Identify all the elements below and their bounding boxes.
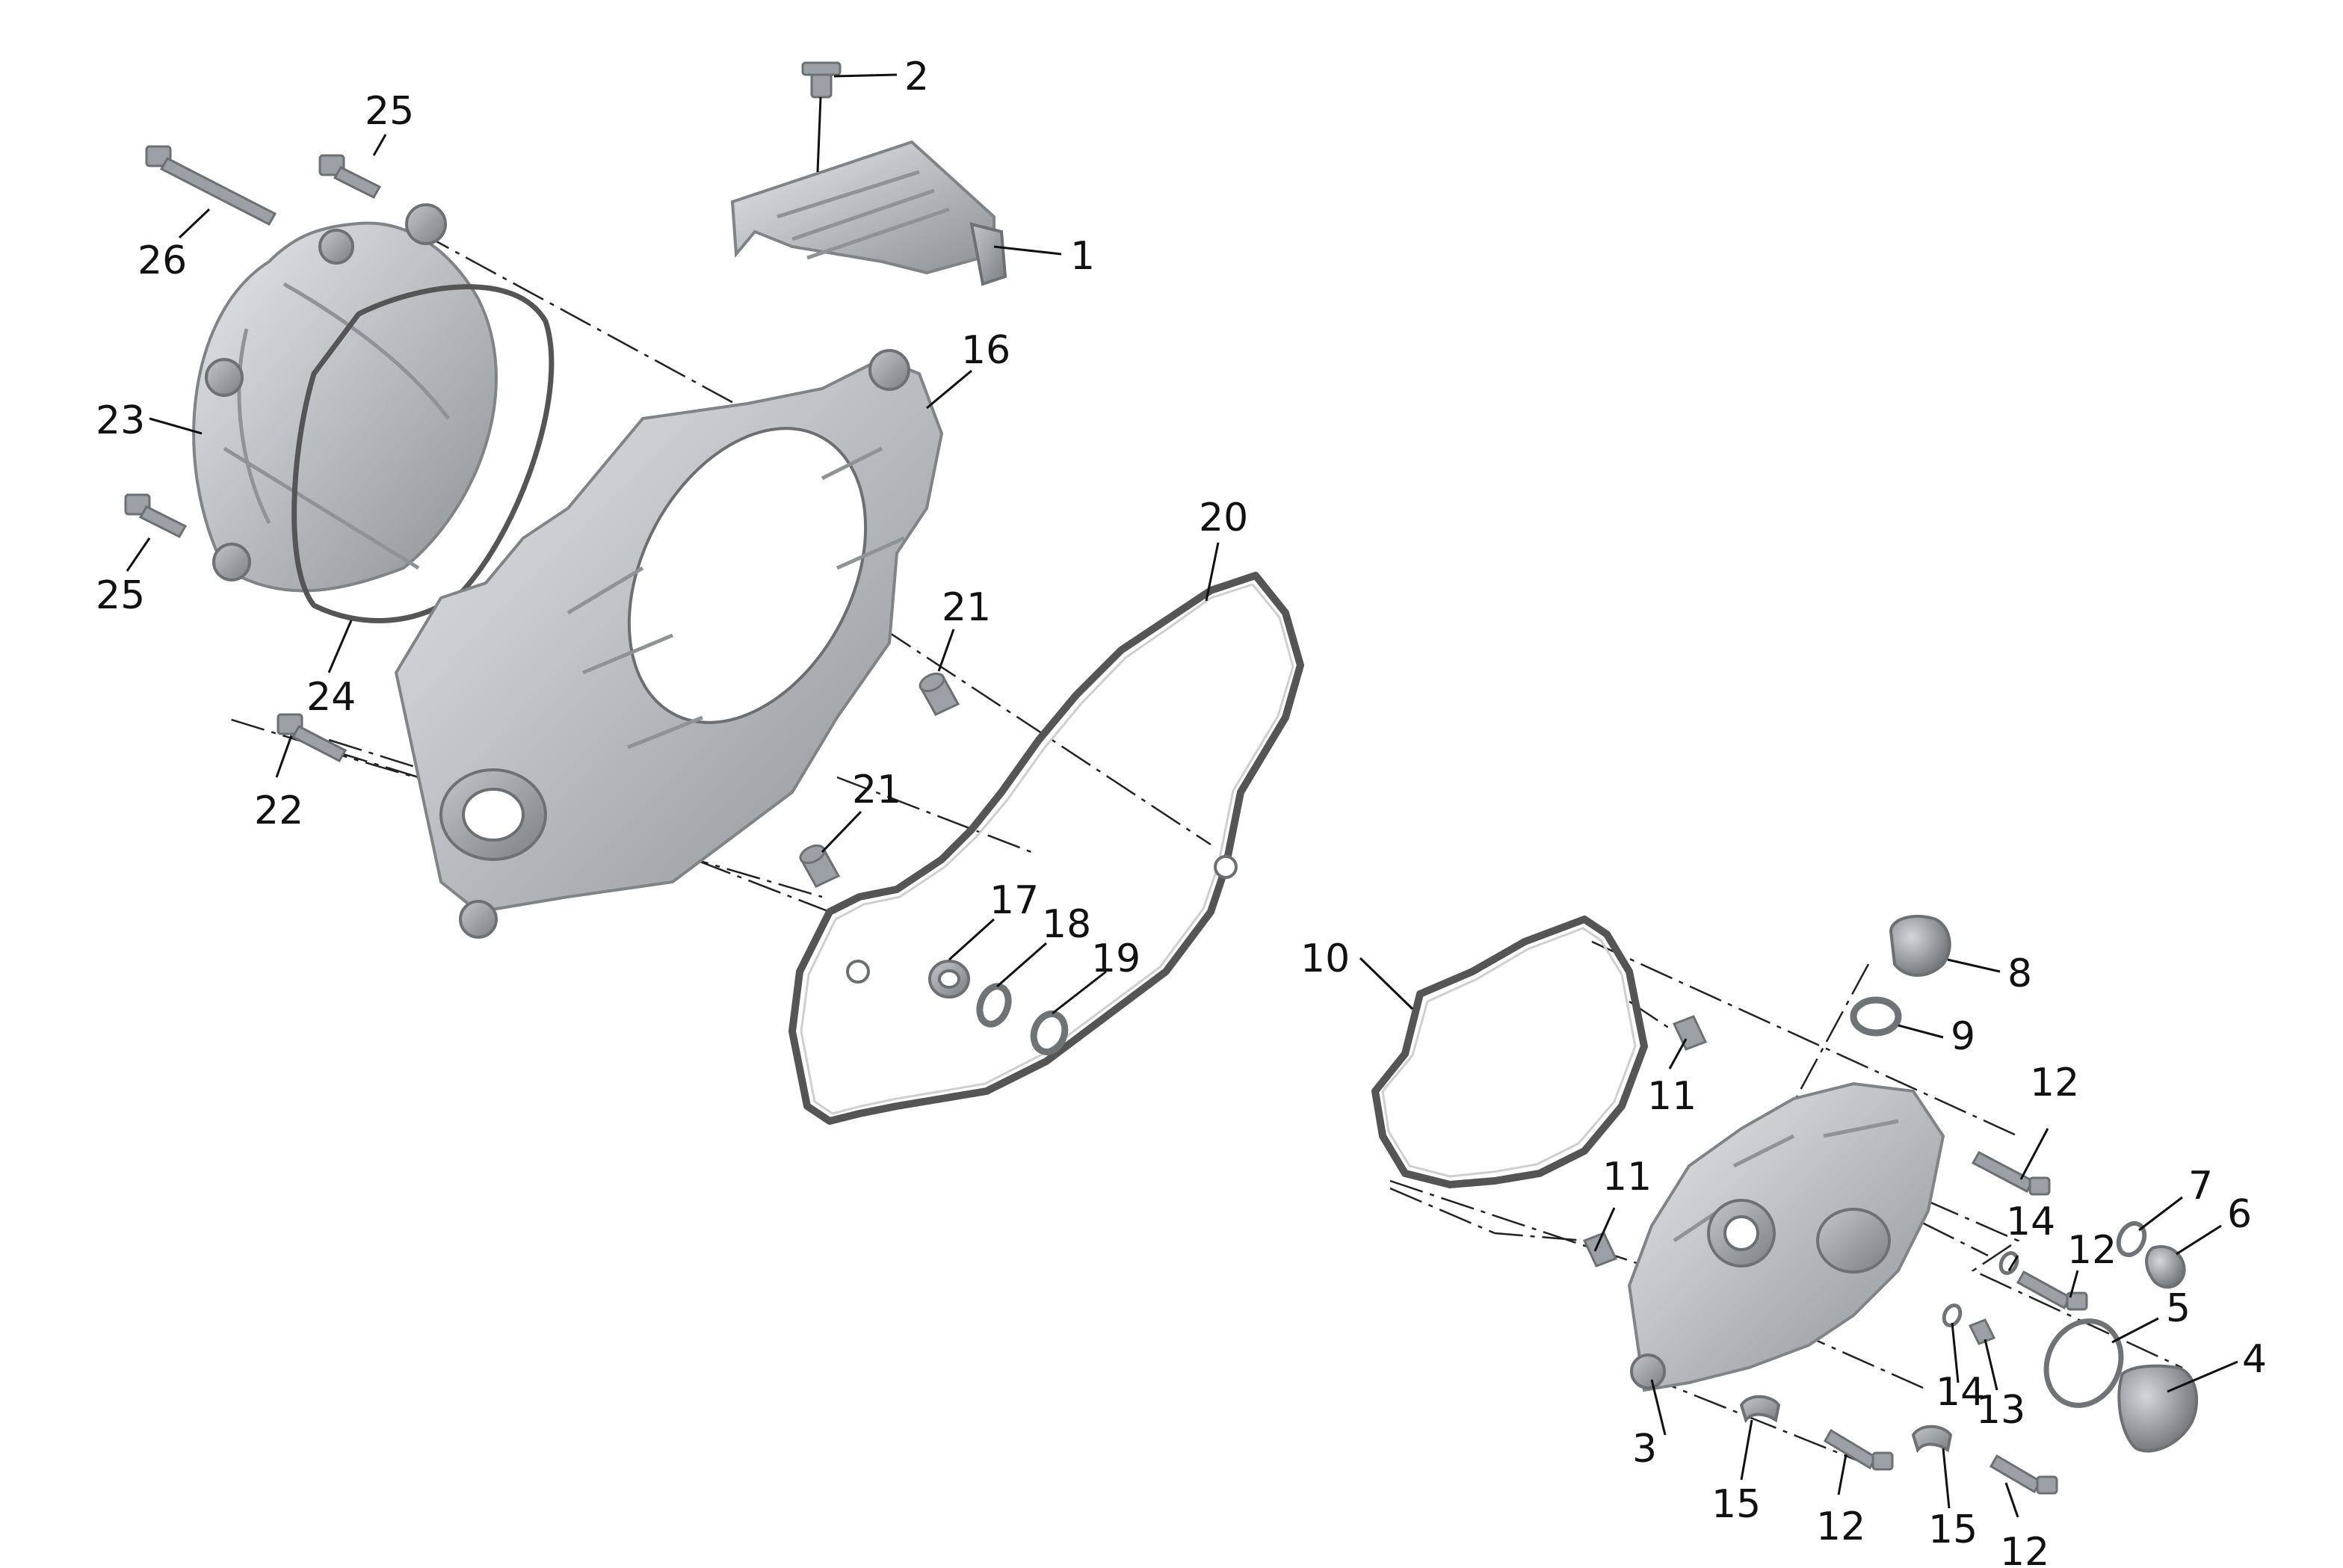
- callout-15-left: 15: [1711, 1482, 1761, 1527]
- generator-bolt-12c: [1823, 1428, 1894, 1471]
- callout-12-mid: 12: [2067, 1228, 2117, 1273]
- callout-4: 4: [2242, 1337, 2267, 1382]
- callout-20: 20: [1199, 496, 1248, 540]
- generator-bolt-12a: [1971, 1150, 2051, 1196]
- crankcase-gasket: [788, 572, 1304, 1125]
- callout-2: 2: [904, 55, 929, 99]
- callout-6: 6: [2227, 1192, 2252, 1237]
- callout-23: 23: [96, 398, 145, 443]
- callout-18: 18: [1042, 902, 1091, 947]
- heat-shield: [730, 140, 1007, 286]
- leader-lines: [126, 73, 2238, 1518]
- callout-9: 9: [1951, 1014, 1975, 1059]
- callout-14-upper: 14: [2006, 1200, 2055, 1244]
- generator-cover: [1627, 1081, 1945, 1392]
- clutch-cover: [192, 203, 498, 593]
- callout-14-lower: 14: [1936, 1370, 1985, 1415]
- callout-1: 1: [1070, 234, 1095, 279]
- generator-bolt-12d: [1989, 1454, 2058, 1495]
- callout-12-bottom-left: 12: [1816, 1504, 1865, 1549]
- cable-clip-15a: [1739, 1395, 1781, 1424]
- generator-gasket: [1371, 916, 1648, 1188]
- washer-14b: [1942, 1303, 1963, 1327]
- callout-17: 17: [990, 878, 1039, 923]
- oring-18: [976, 983, 1012, 1028]
- filler-cap-oring: [1850, 996, 1902, 1037]
- callout-8: 8: [2007, 951, 2032, 996]
- callout-16: 16: [961, 328, 1010, 373]
- callout-24: 24: [306, 675, 356, 720]
- dowel-pin-upper: [919, 672, 960, 716]
- callout-25-bottom: 25: [96, 573, 145, 618]
- callout-12-upper: 12: [2030, 1061, 2079, 1105]
- dowel-pin-lower: [799, 844, 841, 888]
- callout-19: 19: [1091, 936, 1140, 981]
- callout-labels: 1 2 3 4 5 6 7 8 9 10 11 11 12 12 12 12 1…: [96, 55, 2267, 1568]
- shield-bolt: [801, 61, 842, 173]
- dowel-pin-11-upper: [1672, 1015, 1708, 1051]
- callout-5: 5: [2166, 1286, 2191, 1331]
- plug-oring-5: [2043, 1318, 2124, 1408]
- alignment-lines: [223, 230, 2183, 1466]
- inspection-plug-6: [2145, 1245, 2186, 1289]
- crankcase-cover: [394, 349, 944, 939]
- dowel-pin-11-lower: [1582, 1232, 1618, 1268]
- plug-13: [1968, 1318, 1996, 1345]
- oring-19: [1030, 1010, 1069, 1055]
- callout-3: 3: [1632, 1427, 1657, 1472]
- oil-filler-cap: [1889, 915, 1951, 977]
- callout-12-bottom-right: 12: [2000, 1530, 2049, 1568]
- plug-oring-7: [2116, 1220, 2147, 1258]
- cover-bolt-25-top: [318, 154, 382, 199]
- callout-25-top: 25: [365, 89, 414, 134]
- cover-bolt-26: [145, 145, 277, 226]
- callout-13: 13: [1976, 1388, 2025, 1433]
- callout-11-lower: 11: [1602, 1155, 1652, 1200]
- callout-26: 26: [138, 238, 187, 283]
- callout-21-upper: 21: [942, 585, 991, 630]
- callout-11-upper: 11: [1647, 1074, 1697, 1119]
- cover-bolt-25-bottom: [124, 493, 188, 538]
- callout-22: 22: [254, 788, 303, 833]
- cover-bolt-22: [277, 713, 348, 762]
- cable-clip-15b: [1911, 1425, 1953, 1454]
- callout-10: 10: [1300, 936, 1350, 981]
- callout-15-right: 15: [1928, 1507, 1978, 1552]
- callout-21-lower: 21: [852, 768, 901, 812]
- callout-7: 7: [2188, 1164, 2213, 1209]
- oil-seal-17: [928, 960, 970, 998]
- washer-14a: [1998, 1251, 2019, 1275]
- generator-bolt-12b: [2016, 1270, 2088, 1311]
- cover-oring: [291, 284, 555, 623]
- timing-plug-4: [2117, 1364, 2199, 1453]
